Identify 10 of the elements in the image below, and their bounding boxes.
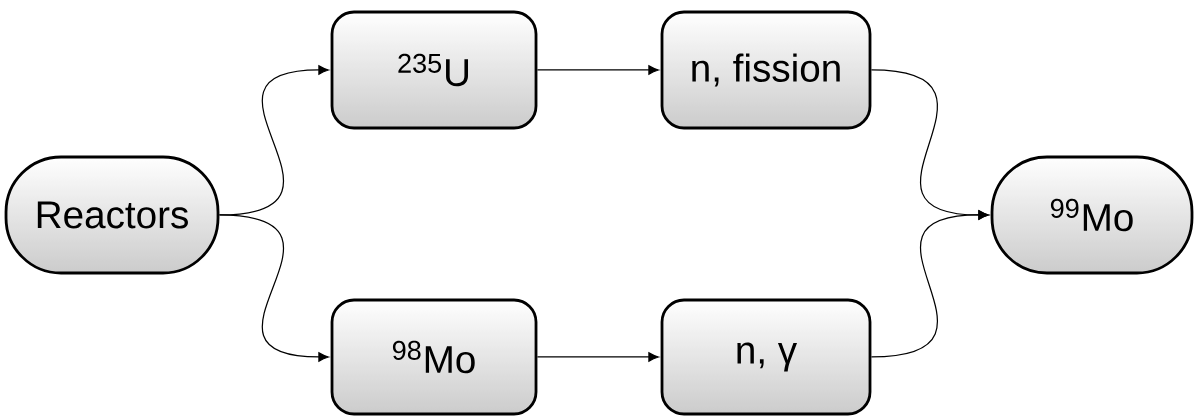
terminal-box: Reactors bbox=[4, 155, 220, 275]
arrow bbox=[218, 214, 329, 362]
arrow bbox=[536, 65, 659, 75]
process-box: $^{98}$Mo bbox=[330, 298, 538, 416]
process-box: n, fission bbox=[660, 10, 872, 130]
process-box: $^{235}$U bbox=[330, 10, 538, 130]
arrow bbox=[870, 210, 989, 358]
terminal-box: $^{99}$Mo bbox=[990, 155, 1194, 275]
arrow bbox=[536, 352, 659, 362]
process-box: n, γ bbox=[660, 298, 872, 416]
